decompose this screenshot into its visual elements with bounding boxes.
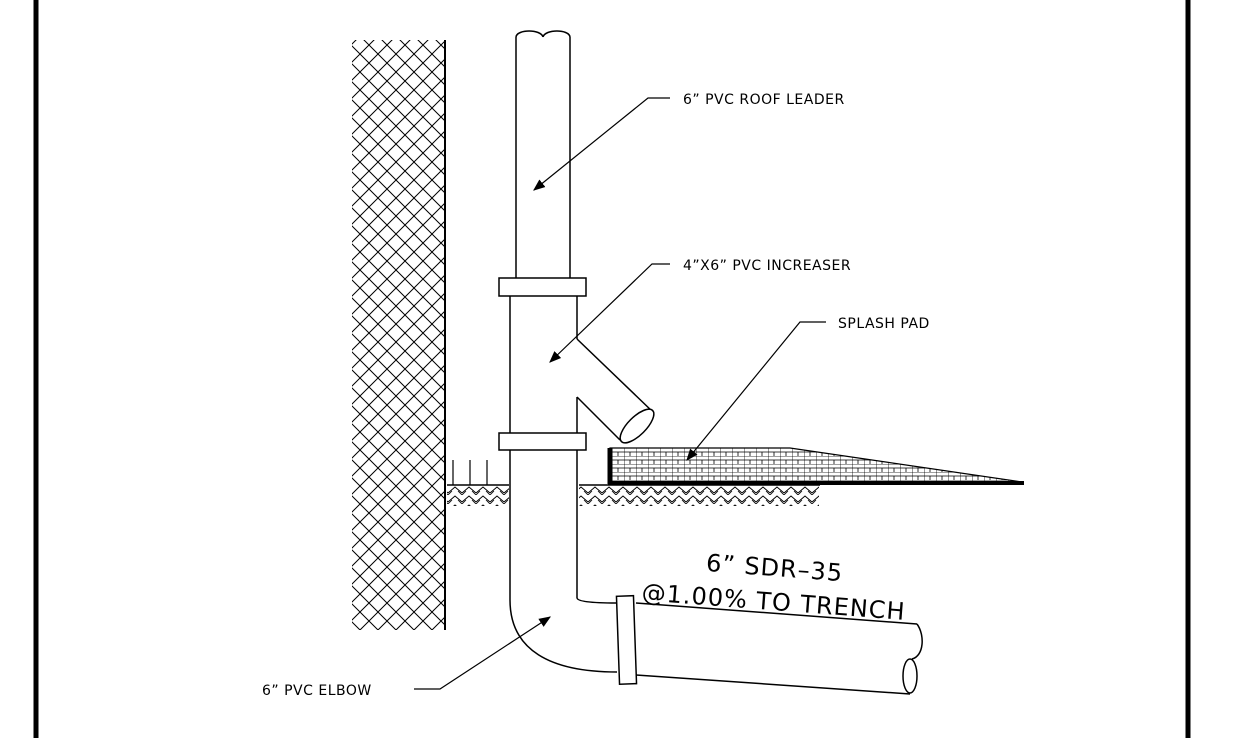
- increaser-fitting: [509, 296, 655, 444]
- roof-leader-label: 6” PVC ROOF LEADER: [683, 92, 845, 108]
- increaser-label: 4”X6” PVC INCREASER: [683, 258, 851, 274]
- grass-marks: [452, 460, 488, 485]
- sdr35-pipe: [635, 602, 923, 695]
- splash-pad-label: SPLASH PAD: [838, 316, 930, 332]
- elbow-coupling: [615, 594, 638, 686]
- increaser-arrow: [549, 263, 670, 363]
- roof-leader-arrow: [533, 97, 670, 191]
- elbow-label: 6” PVC ELBOW: [262, 683, 372, 699]
- slope-label: @1.00% TO TRENCH: [641, 578, 907, 626]
- splash-pad-arrow: [686, 321, 826, 461]
- elbow-pipe: [509, 450, 618, 673]
- elbow-arrow: [414, 616, 552, 690]
- building-wall: [352, 40, 446, 630]
- splash-pad: [607, 447, 1024, 485]
- roof-leader-pipe: [515, 30, 571, 278]
- ground-soil: [447, 484, 820, 506]
- pipe-size-label: 6” SDR–35: [705, 549, 844, 587]
- pipe-annotation: 6” SDR–35 @1.00% TO TRENCH: [641, 549, 907, 626]
- leader-lines: [414, 97, 826, 690]
- upper-coupling: [498, 277, 587, 297]
- lower-coupling: [498, 432, 587, 451]
